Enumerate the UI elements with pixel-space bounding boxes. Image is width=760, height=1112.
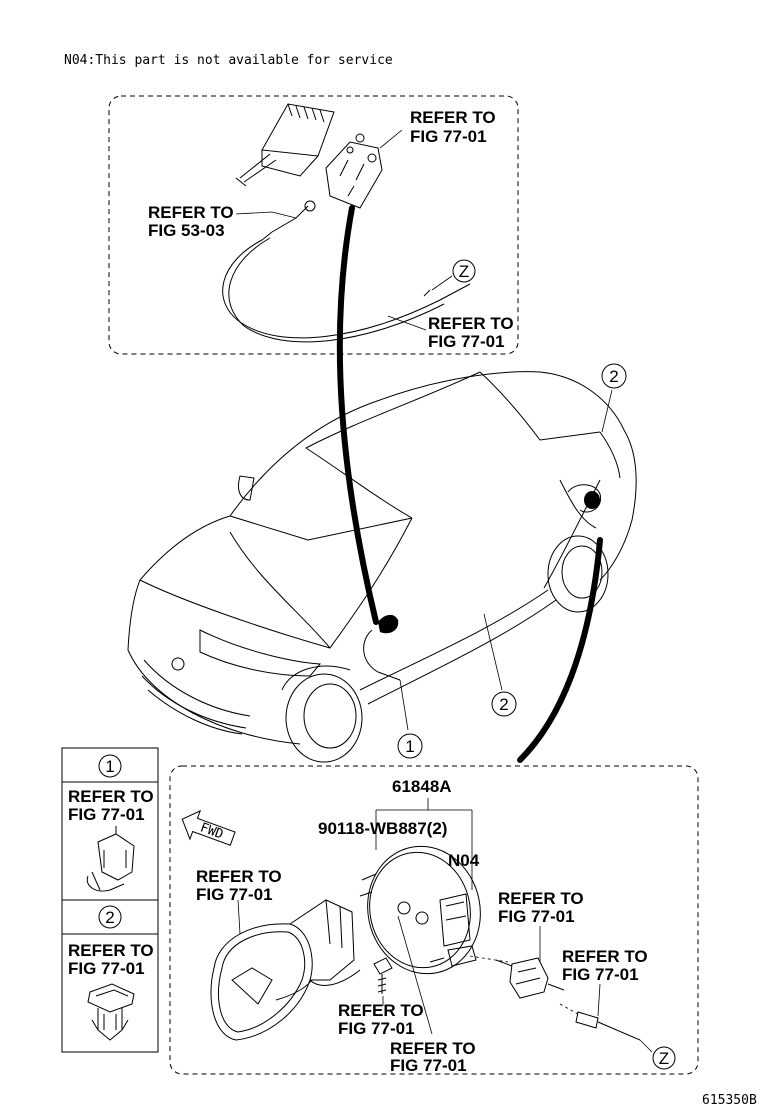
callout-2-rear [601, 363, 627, 389]
clip-legend: 1 REFER TO FIG 77-01 2 REFER TO FIG 77-0… [61, 747, 159, 1053]
callout-z-bottom-label: Z [659, 1049, 669, 1068]
refer-label: REFER TO [148, 203, 234, 222]
refer-label: REFER TO [498, 889, 584, 908]
fuel-housing-icon [210, 899, 361, 1041]
car-body-icon [127, 371, 637, 763]
leader-to-car [336, 205, 379, 625]
cable-end-icon [469, 955, 641, 1041]
refer-label: FIG 77-01 [410, 127, 487, 146]
callout-2-car-label: 2 [499, 695, 508, 714]
hinge-icon [397, 893, 477, 967]
callout-1-car [397, 733, 423, 759]
opener-actuator-icon [495, 957, 565, 999]
clip-2-icon [87, 983, 135, 1041]
refer-label: FIG 77-01 [196, 885, 273, 904]
refer-label: REFER TO [68, 941, 154, 960]
refer-label: FIG 77-01 [390, 1056, 467, 1075]
svg-text:FWD: FWD [198, 820, 225, 842]
service-note: N04:This part is not available for servi… [64, 53, 393, 68]
fwd-arrow-icon: FWD [181, 809, 236, 846]
callout-2-car [491, 691, 517, 717]
clip-1-icon [86, 826, 135, 892]
callout-1-car-label: 1 [405, 737, 414, 756]
refer-label: FIG 53-03 [148, 221, 225, 240]
fuel-door-box: 61848A 90118-WB887(2) N04 FWD [169, 765, 699, 1075]
diagram-id: 615350B [702, 1093, 757, 1108]
refer-label: REFER TO [428, 314, 514, 333]
refer-label: REFER TO [68, 787, 154, 806]
refer-label: REFER TO [562, 947, 648, 966]
refer-label: FIG 77-01 [68, 805, 145, 824]
part-n04: N04 [448, 851, 480, 870]
callout-z-top [452, 259, 476, 283]
refer-label: FIG 77-01 [68, 959, 145, 978]
legend-2-label: 2 [105, 908, 114, 927]
part-number-bolt: 90118-WB887(2) [318, 819, 447, 838]
refer-label: FIG 77-01 [562, 965, 639, 984]
refer-label: REFER TO [196, 867, 282, 886]
opener-lever-icon [235, 103, 383, 209]
callout-z-top-label: Z [459, 262, 469, 281]
refer-label: FIG 77-01 [498, 907, 575, 926]
refer-label: REFER TO [390, 1039, 476, 1058]
refer-label: FIG 77-01 [338, 1019, 415, 1038]
refer-label: REFER TO [410, 108, 496, 127]
screw-icon [373, 957, 393, 994]
part-number-61848a: 61848A [392, 777, 452, 796]
fuel-door-lid-icon [359, 845, 481, 975]
leader-to-detail [517, 537, 603, 763]
refer-label: FIG 77-01 [428, 332, 505, 351]
callout-2-rear-label: 2 [609, 367, 618, 386]
callout-z-bottom [652, 1046, 676, 1070]
legend-1-label: 1 [105, 757, 114, 776]
refer-label: REFER TO [338, 1001, 424, 1020]
opener-lever-box: REFER TO FIG 77-01 REFER TO FIG 53-03 RE… [108, 95, 519, 355]
